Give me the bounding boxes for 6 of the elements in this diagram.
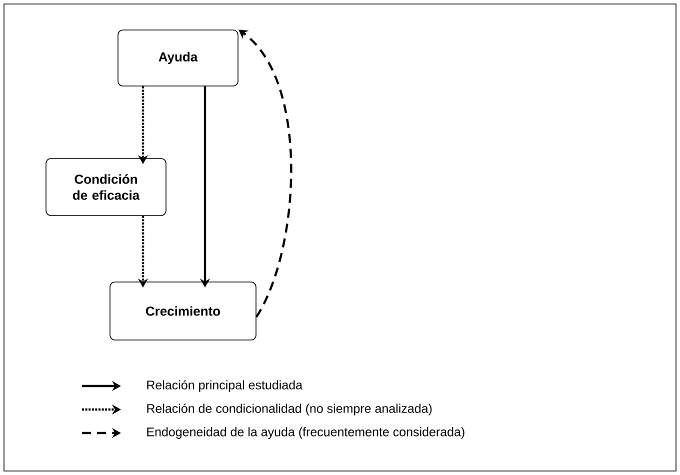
process-box: Condición de eficacia (46, 158, 166, 216)
process-box: Ayuda (118, 30, 238, 86)
legend-text: Relación de condicionalidad (no siempre analizada) (147, 404, 432, 416)
process-box: Crecimiento (110, 282, 256, 340)
legend-text: Endogeneidad de la ayuda (frecuentemente considerada) (147, 427, 464, 439)
legend-text: Relación principal estudiada (147, 380, 302, 392)
